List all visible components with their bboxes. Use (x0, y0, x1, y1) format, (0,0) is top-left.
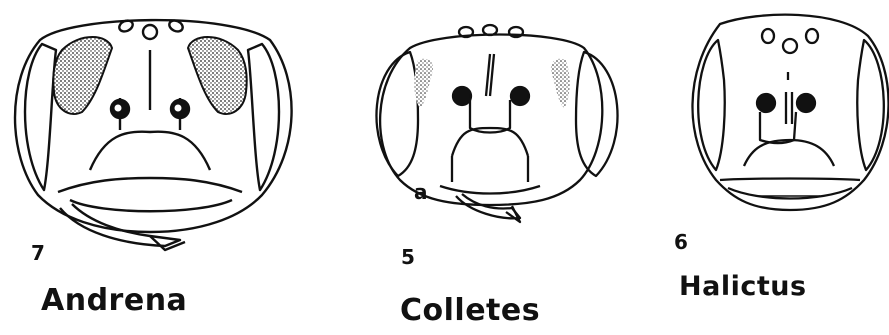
figure-number-5: 5 (401, 247, 415, 267)
part-label-a: a (414, 182, 428, 202)
genus-label-colletes: Colletes (400, 296, 540, 326)
figure-number-7: 7 (31, 243, 45, 263)
genus-label-halictus: Halictus (679, 273, 807, 300)
genus-label-andrena: Andrena (41, 286, 187, 316)
figure-number-6: 6 (674, 232, 688, 252)
